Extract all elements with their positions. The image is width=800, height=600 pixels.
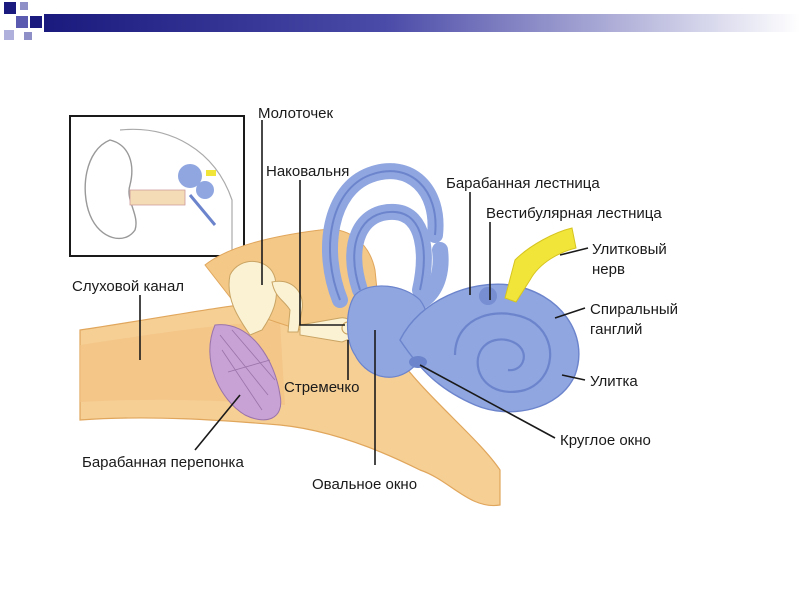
- label-eardrum: Барабанная перепонка: [82, 454, 244, 471]
- cochlear-nerve-shape: [504, 227, 577, 303]
- inset-auricle: [84, 139, 137, 240]
- label-round-window: Круглое окно: [560, 432, 651, 449]
- deco-square: [24, 32, 32, 40]
- leader-lines: [139, 120, 589, 465]
- label-ear-canal: Слуховой канал: [72, 278, 184, 295]
- inset-head-outline: [119, 128, 233, 250]
- eardrum-fibers: [219, 329, 276, 411]
- label-spiral-ganglion-line2: ганглий: [590, 321, 642, 338]
- label-cochlear-nerve-line2: нерв: [592, 261, 625, 278]
- label-cochlea: Улитка: [590, 373, 638, 390]
- label-scala-vestibuli: Вестибулярная лестница: [486, 205, 662, 222]
- deco-square: [20, 2, 28, 10]
- label-cochlear-nerve-line1: Улитковый: [592, 241, 667, 258]
- label-stapes: Стремечко: [284, 379, 359, 396]
- inset-inner-ear: [178, 164, 202, 188]
- inset-pointer: [188, 194, 217, 226]
- deco-square: [16, 16, 28, 28]
- vestibule-shape: [346, 285, 430, 378]
- inset-cochlea: [196, 181, 214, 199]
- deco-square: [30, 16, 42, 28]
- label-incus: Наковальня: [266, 163, 349, 180]
- malleus-shape: [228, 260, 277, 336]
- deco-square: [4, 30, 14, 40]
- round-window-shape: [409, 356, 427, 368]
- incus-shape: [271, 280, 303, 333]
- inset-frame: [69, 115, 245, 257]
- gradient-bar: [44, 14, 800, 32]
- title-bar-decoration: [4, 2, 800, 40]
- label-spiral-ganglion-line1: Спиральный: [590, 301, 678, 318]
- inset-overview: [69, 115, 245, 257]
- deco-square: [4, 2, 16, 14]
- inset-nerve: [206, 170, 216, 176]
- label-oval-window: Овальное окно: [312, 476, 417, 493]
- label-malleus: Молоточек: [258, 105, 333, 122]
- label-scala-tympani: Барабанная лестница: [446, 175, 600, 192]
- inset-canal: [129, 189, 186, 206]
- eardrum-shape: [209, 324, 282, 421]
- semicircular-canal-highlights: [329, 170, 437, 301]
- cochlea-shape: [399, 283, 580, 413]
